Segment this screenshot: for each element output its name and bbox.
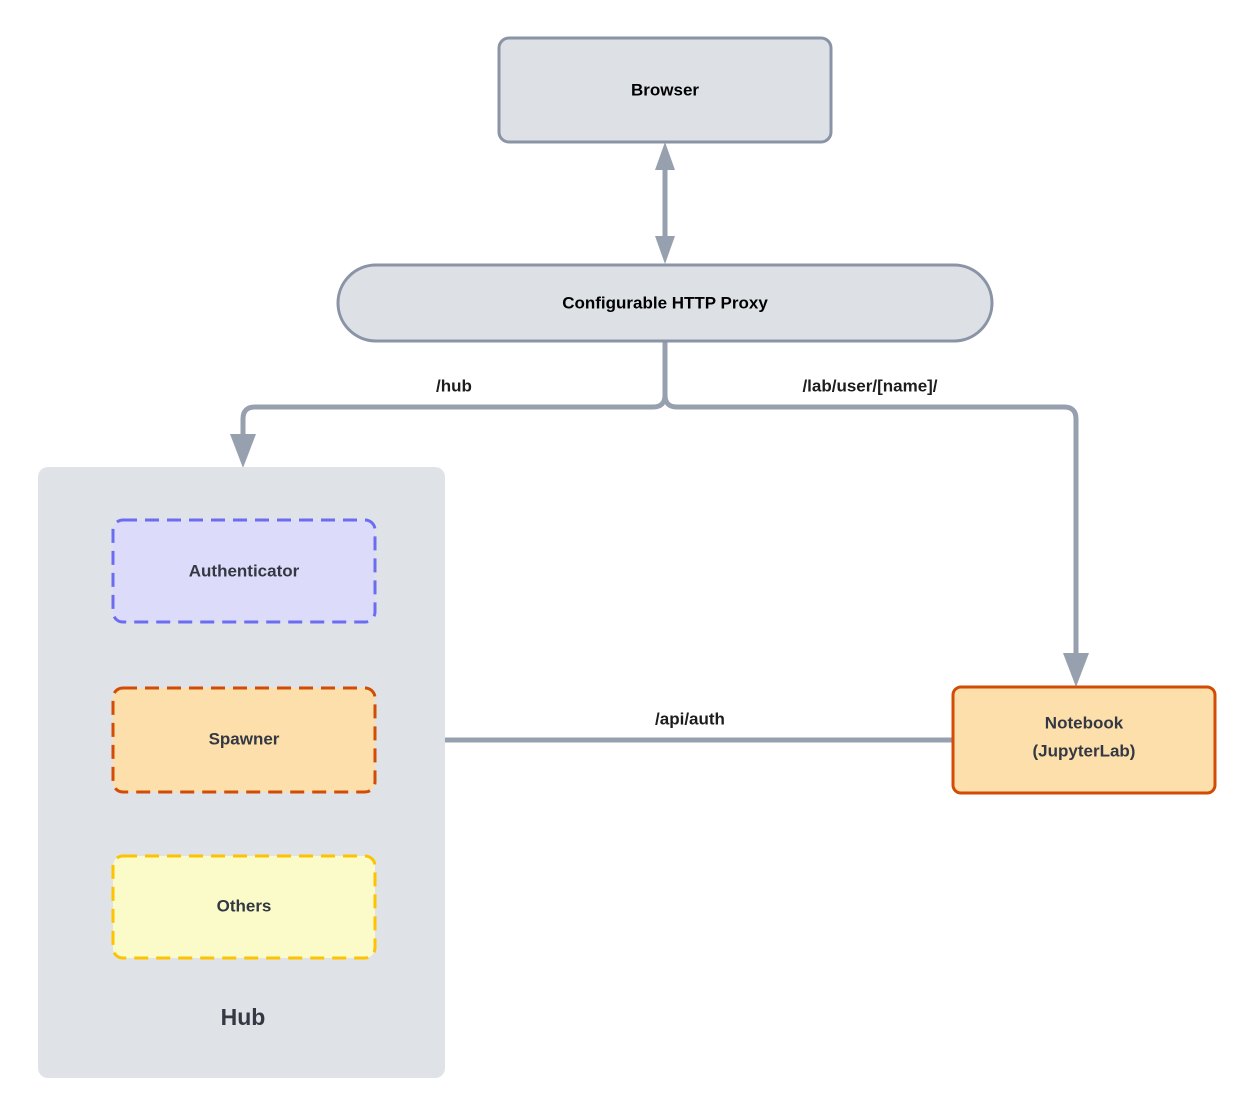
- spawner-box: [111, 686, 377, 794]
- edge-proxy-hub: [230, 341, 668, 468]
- node-browser[interactable]: Browser: [497, 36, 833, 144]
- edge-label-lab-user-backdrop: [770, 372, 970, 402]
- node-others[interactable]: Others: [111, 854, 377, 960]
- edge-label-api-auth: /api/auth: [638, 705, 742, 735]
- hub-group-label: Hub: [221, 1004, 266, 1030]
- notebook-label-line2: (JupyterLab): [1033, 741, 1136, 760]
- edge-label-api-auth-text: /api/auth: [655, 709, 725, 728]
- node-spawner[interactable]: Spawner: [111, 686, 377, 794]
- authenticator-box: [111, 518, 377, 624]
- others-box: [111, 854, 377, 960]
- edge-label-hub: /hub: [415, 372, 493, 402]
- arrowhead-up-browser: [655, 142, 675, 170]
- notebook-label-line1: Notebook: [1045, 713, 1124, 732]
- node-configurable-http-proxy[interactable]: Configurable HTTP Proxy: [336, 263, 994, 343]
- spawner-label: Spawner: [209, 729, 280, 748]
- edge-label-api-auth-backdrop: [638, 705, 742, 735]
- proxy-label: Configurable HTTP Proxy: [562, 293, 768, 312]
- edge-proxy-notebook: [662, 341, 1089, 687]
- node-notebook[interactable]: Notebook (JupyterLab): [951, 685, 1217, 795]
- node-authenticator[interactable]: Authenticator: [111, 518, 377, 624]
- others-label: Others: [217, 896, 272, 915]
- proxy-box: [336, 263, 994, 343]
- edge-label-hub-text: /hub: [436, 376, 472, 395]
- edge-label-lab-user-text: /lab/user/[name]/: [802, 376, 937, 395]
- browser-box: [497, 36, 833, 144]
- edge-label-lab-user: /lab/user/[name]/: [770, 372, 970, 402]
- authenticator-label: Authenticator: [189, 561, 300, 580]
- edge-browser-proxy: [655, 142, 675, 264]
- arrowhead-hub: [230, 434, 256, 468]
- arrowhead-down-proxy: [655, 236, 675, 264]
- notebook-box: [951, 685, 1217, 795]
- browser-label: Browser: [631, 80, 699, 99]
- arrowhead-notebook: [1063, 653, 1089, 687]
- edge-label-hub-backdrop: [415, 372, 493, 402]
